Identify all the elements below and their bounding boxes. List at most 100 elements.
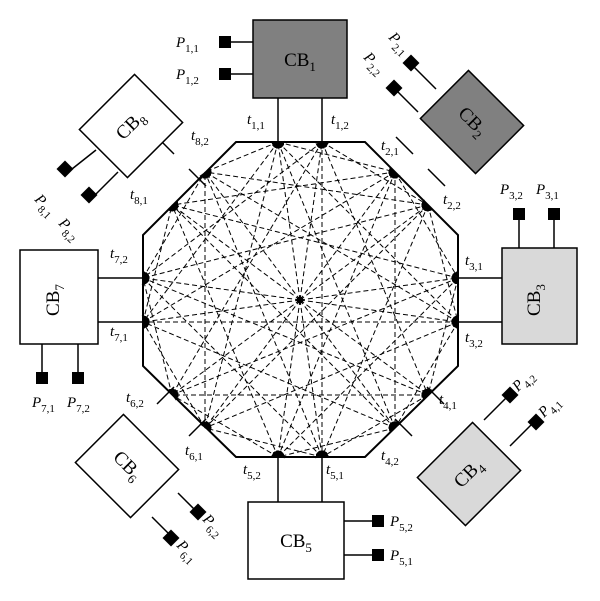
cb7-box xyxy=(19,249,99,345)
terminal-t32-label: t3,2 xyxy=(465,330,483,350)
spoke-12 xyxy=(142,299,301,324)
terminal-t12-label: t1,2 xyxy=(331,112,349,132)
port-p82-label: P8,2 xyxy=(52,215,83,246)
link-42 xyxy=(141,277,174,396)
terminal-t51-label: t5,1 xyxy=(326,462,344,482)
port-p51-label: P5,1 xyxy=(389,548,413,568)
cb7-label: CB7 xyxy=(43,284,67,316)
port-p81-square xyxy=(56,160,74,178)
link-16 xyxy=(426,204,460,323)
link-32 xyxy=(277,426,396,459)
spoke-8 xyxy=(299,299,324,458)
terminal-t71-label: t7,1 xyxy=(110,324,128,344)
spoke-15 xyxy=(204,171,301,301)
block-cb4: CB4 P4,2 P4,1 t4,1 t4,2 xyxy=(381,373,566,527)
port-p81-label: P8,1 xyxy=(28,191,59,222)
port-p22-label: P2,2 xyxy=(357,49,388,80)
terminal-t52-label: t5,2 xyxy=(243,462,261,482)
port-p52-label: P5,2 xyxy=(389,514,413,534)
link-3 xyxy=(203,141,280,429)
terminal-t42-label: t4,2 xyxy=(381,448,399,468)
terminal-t31-label: t3,1 xyxy=(465,253,483,273)
spoke-1 xyxy=(299,141,324,301)
port-p61-square xyxy=(162,529,180,547)
port-p62-square xyxy=(189,503,207,521)
link-43 xyxy=(141,204,174,323)
spoke-11 xyxy=(171,299,301,396)
port-p41-square xyxy=(527,413,545,431)
port-p52-square xyxy=(372,515,384,527)
cb6-box xyxy=(74,413,180,519)
port-p32-label: P3,2 xyxy=(499,182,523,202)
cb5-box xyxy=(247,501,345,580)
terminal-t72-label: t7,2 xyxy=(110,246,128,266)
port-p71-label: P7,1 xyxy=(31,395,55,415)
link-37 xyxy=(204,171,323,458)
link-1 xyxy=(277,141,459,323)
port-p11-label: P1,1 xyxy=(175,35,199,55)
cb3-label: CB3 xyxy=(524,284,548,316)
terminal-t62-label: t6,2 xyxy=(126,390,144,410)
link-14 xyxy=(142,171,396,323)
link-21 xyxy=(426,277,460,396)
port-p32-square xyxy=(513,208,525,220)
link-40 xyxy=(142,321,206,429)
link-2 xyxy=(277,141,396,429)
block-cb8: CB8 P8,1 P8,2 t8,2 t8,1 xyxy=(28,73,209,246)
cb3-box xyxy=(501,247,578,345)
port-p12-label: P1,2 xyxy=(175,67,199,87)
spoke-2 xyxy=(299,171,396,301)
spoke-9 xyxy=(276,299,301,458)
cb2-box xyxy=(419,69,525,175)
terminal-t81-label: t8,1 xyxy=(130,187,148,207)
port-p12-square xyxy=(219,68,231,80)
block-cb6: CB6 P6,2 P6,1 t6,2 t6,1 xyxy=(74,386,221,568)
link-9 xyxy=(171,141,323,396)
link-28 xyxy=(204,171,459,323)
terminal-t82-label: t8,2 xyxy=(191,128,209,148)
cb1-label: CB1 xyxy=(284,50,316,74)
terminal-t21-label: t2,1 xyxy=(381,138,399,158)
port-p22-square xyxy=(385,79,403,97)
port-p11-square xyxy=(219,36,231,48)
cb1-box xyxy=(252,19,348,99)
link-33 xyxy=(142,321,396,429)
terminal-t11-label: t1,1 xyxy=(247,112,265,132)
block-cb2: CB2 P2,1 P2,2 t2,1 t2,2 xyxy=(357,29,525,212)
spoke-3 xyxy=(299,204,429,301)
port-p51-square xyxy=(372,549,384,561)
block-cb3: CB3 P3,2 P3,1 t3,1 t3,2 xyxy=(458,182,578,350)
port-p31-square xyxy=(548,208,560,220)
terminal-t61-label: t6,1 xyxy=(185,443,203,463)
port-p72-square xyxy=(72,372,84,384)
port-p71-square xyxy=(36,372,48,384)
link-17 xyxy=(321,204,429,458)
link-31 xyxy=(142,277,429,396)
spoke-13 xyxy=(142,276,301,301)
terminal-t22-label: t2,2 xyxy=(443,192,461,212)
port-p82-square xyxy=(80,186,98,204)
link-19 xyxy=(142,203,429,280)
port-p31-label: P3,1 xyxy=(535,182,559,202)
link-24 xyxy=(171,203,459,280)
link-10 xyxy=(142,141,323,279)
spoke-0 xyxy=(276,141,301,301)
port-p21-label: P2,1 xyxy=(382,29,413,60)
spoke-4 xyxy=(299,276,459,301)
spoke-14 xyxy=(171,204,301,301)
interconnect-links xyxy=(141,140,460,459)
block-cb7: CB7 P7,1 P7,2 t7,2 t7,1 xyxy=(19,246,143,415)
center-hub xyxy=(296,296,304,304)
cb8-box xyxy=(78,73,184,179)
block-cb5: CB5 P5,2 P5,1 t5,2 t5,1 xyxy=(243,457,413,580)
cb5-label: CB5 xyxy=(280,531,312,555)
link-23 xyxy=(171,277,459,396)
link-44 xyxy=(142,171,206,279)
spoke-10 xyxy=(204,299,301,429)
spoke-5 xyxy=(299,299,459,324)
port-p72-label: P7,2 xyxy=(66,395,90,415)
link-29 xyxy=(321,394,429,458)
terminal-t41-label: t4,1 xyxy=(439,392,457,412)
link-0 xyxy=(277,140,396,174)
